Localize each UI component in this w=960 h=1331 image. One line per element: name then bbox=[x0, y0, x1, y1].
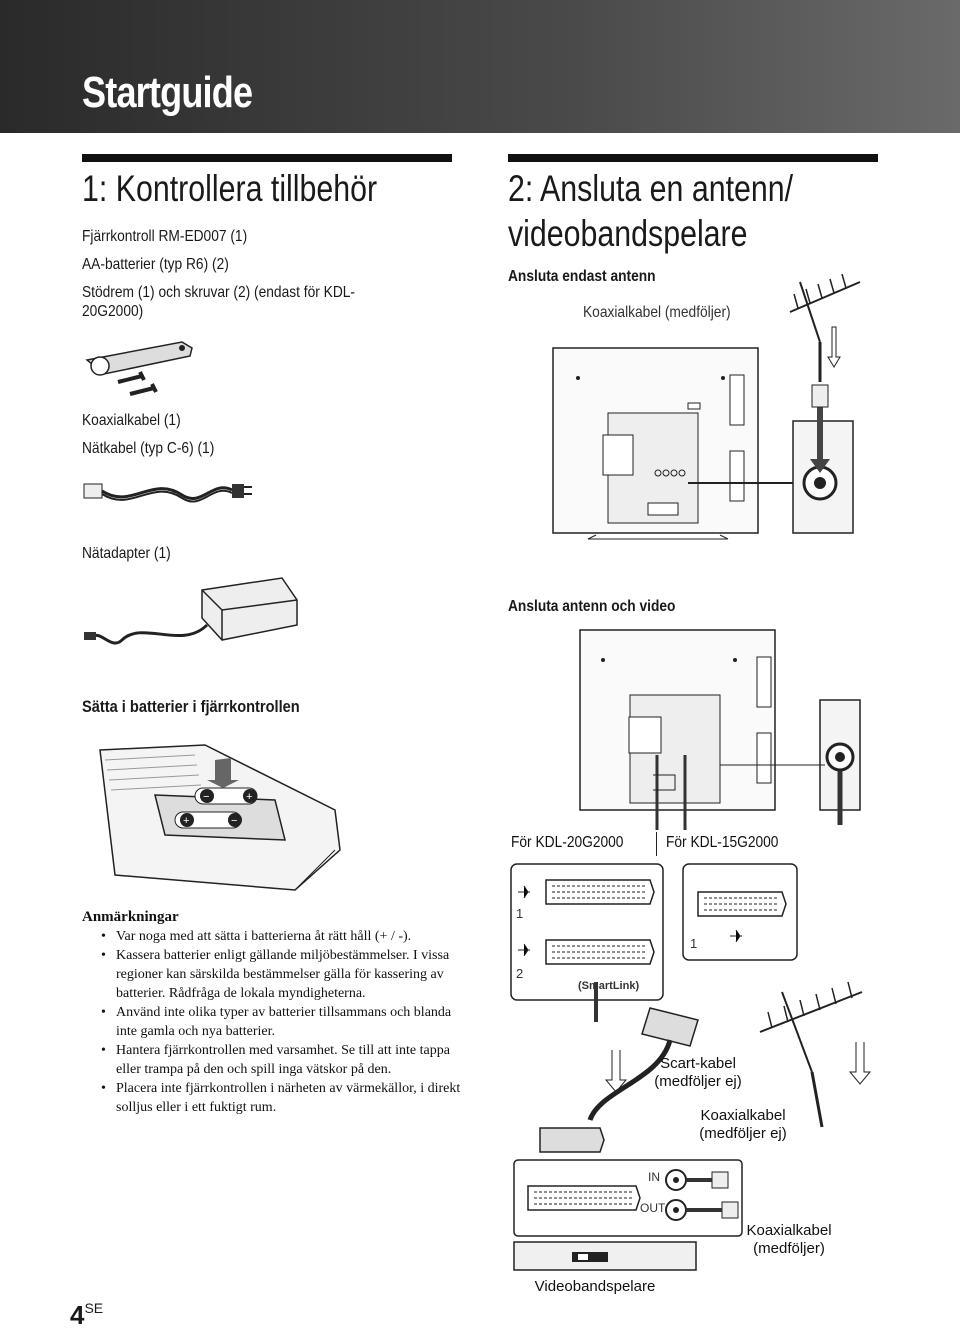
vcr-front-illustration bbox=[513, 1241, 697, 1271]
model-divider bbox=[656, 832, 657, 856]
model-kdl15-label: För KDL-15G2000 bbox=[666, 834, 779, 851]
accessory-coax: Koaxialkabel (1) bbox=[82, 412, 181, 429]
adapter-illustration bbox=[84, 577, 298, 645]
coax-supplied-line1: Koaxialkabel bbox=[746, 1222, 832, 1239]
vcr-back-panel bbox=[513, 1159, 743, 1237]
svg-text:−: − bbox=[203, 791, 209, 803]
scart-panel-kdl15 bbox=[682, 863, 798, 961]
note-item: Använd inte olika typer av batterier til… bbox=[101, 1003, 464, 1041]
scart-cable-label: Scart-kabel (medföljer ej) bbox=[640, 1055, 756, 1091]
coax-supplied-label: Koaxialkabel (medföljer) bbox=[736, 1222, 842, 1258]
remote-batteries-illustration: − + + − bbox=[99, 744, 341, 891]
svg-text:+: + bbox=[183, 815, 189, 827]
antenna-only-heading: Ansluta endast antenn bbox=[508, 268, 656, 285]
antenna-top-icon bbox=[789, 273, 861, 382]
scart1-number: 1 bbox=[516, 906, 524, 921]
coax-supplied-line2: (medföljer) bbox=[753, 1240, 825, 1257]
svg-text:−: − bbox=[231, 815, 237, 827]
page-number-suffix: SE bbox=[84, 1300, 104, 1316]
tv-back-illustration-top bbox=[552, 347, 854, 540]
coax-supplied-label-top: Koaxialkabel (medföljer) bbox=[583, 304, 731, 321]
svg-text:+: + bbox=[246, 791, 252, 803]
accessory-batteries: AA-batterier (typ R6) (2) bbox=[82, 256, 229, 273]
accessory-adapter: Nätadapter (1) bbox=[82, 545, 171, 562]
coax-not-supplied-label: Koaxialkabel (medföljer ej) bbox=[690, 1107, 796, 1143]
page-number-value: 4 bbox=[70, 1300, 85, 1330]
page-number: 4SE bbox=[70, 1300, 103, 1331]
notes-block: Anmärkningar Var noga med att sätta i ba… bbox=[82, 908, 464, 1117]
accessory-strap-line2: 20G2000) bbox=[82, 303, 144, 320]
smartlink-label: (SmartLink) bbox=[578, 980, 640, 992]
accessory-strap-line1: Stödrem (1) och skruvar (2) (endast för … bbox=[82, 284, 355, 301]
accessory-remote: Fjärrkontroll RM-ED007 (1) bbox=[82, 228, 248, 245]
section2-rule bbox=[508, 154, 878, 162]
scart-panel-kdl20 bbox=[510, 863, 664, 1022]
notes-heading: Anmärkningar bbox=[82, 909, 179, 925]
vcr-label: Videobandspelare bbox=[534, 1278, 656, 1295]
coax-not-supplied-line1: Koaxialkabel bbox=[700, 1107, 786, 1124]
antenna-right-icon bbox=[759, 981, 872, 1128]
batteries-heading: Sätta i batterier i fjärrkontrollen bbox=[82, 697, 300, 716]
section1-rule bbox=[82, 154, 452, 162]
scart-cable-label-line2: (medföljer ej) bbox=[654, 1073, 742, 1090]
page-title: Startguide bbox=[82, 68, 253, 117]
model-kdl20-label: För KDL-20G2000 bbox=[511, 834, 624, 851]
note-item: Placera inte fjärrkontrollen i närheten … bbox=[101, 1079, 464, 1117]
section1-title: 1: Kontrollera tillbehör bbox=[82, 168, 378, 209]
note-item: Kassera batterier enligt gällande miljöb… bbox=[101, 946, 464, 1003]
section2-title-line2: videobandspelare bbox=[508, 213, 748, 254]
vcr-in-label: IN bbox=[648, 1170, 660, 1184]
note-item: Hantera fjärrkontrollen med varsamhet. S… bbox=[101, 1041, 464, 1079]
tv-back-illustration-middle bbox=[579, 629, 861, 830]
note-item: Var noga med att sätta i batterierna åt … bbox=[101, 927, 464, 946]
scart-cable-label-line1: Scart-kabel bbox=[660, 1055, 736, 1072]
scart-right-number: 1 bbox=[690, 936, 698, 951]
scart-cable-illustration bbox=[539, 1007, 699, 1153]
strap-screws-illustration bbox=[85, 341, 193, 396]
scart2-number: 2 bbox=[516, 966, 524, 981]
coax-not-supplied-line2: (medföljer ej) bbox=[699, 1125, 787, 1142]
accessory-power-cord: Nätkabel (typ C-6) (1) bbox=[82, 440, 215, 457]
power-cord-illustration bbox=[83, 483, 252, 503]
antenna-video-heading: Ansluta antenn och video bbox=[508, 598, 676, 615]
section2-title-line1: 2: Ansluta en antenn/ bbox=[508, 168, 794, 209]
header-band bbox=[0, 0, 960, 133]
vcr-out-label: OUT bbox=[640, 1201, 666, 1215]
